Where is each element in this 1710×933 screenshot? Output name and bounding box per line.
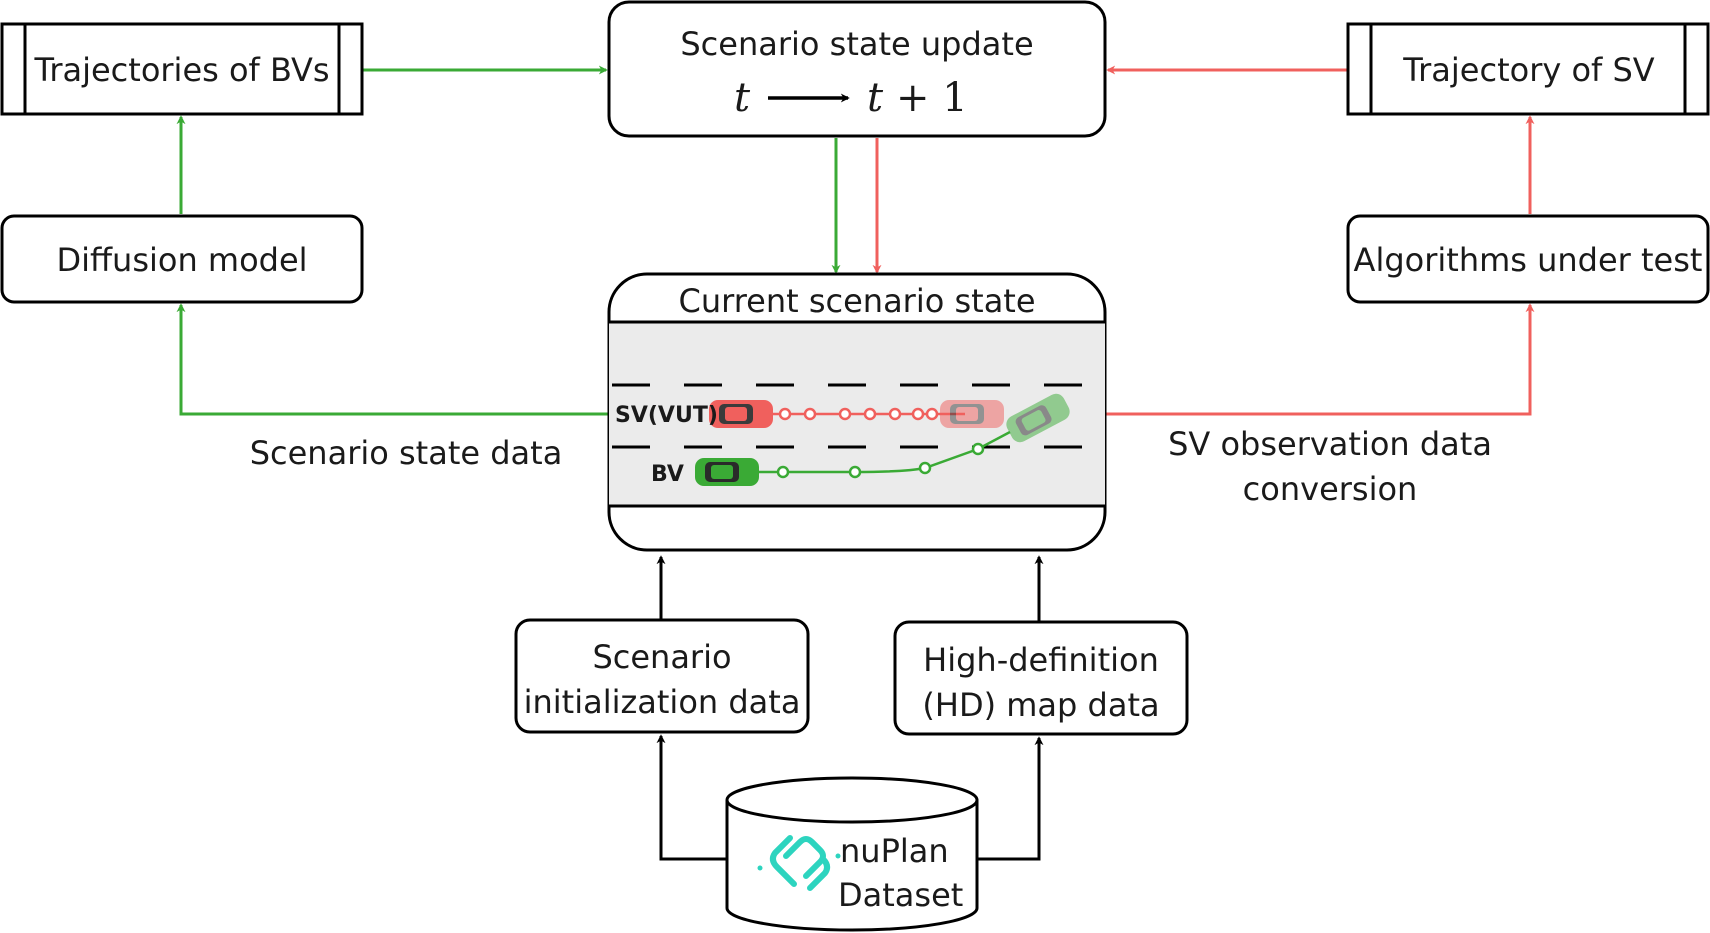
hd-map-line2: (HD) map data xyxy=(922,686,1159,724)
node-current-state: Current scenario state SV(VUT) BV xyxy=(607,272,1107,552)
edge-state-to-algorithms xyxy=(1105,303,1535,416)
bv-future-car-icon xyxy=(1006,393,1070,443)
nuplan-logo-icon xyxy=(757,835,841,891)
road-scene xyxy=(609,320,1105,508)
sv-car-icon xyxy=(709,400,773,428)
time-t-next: t xyxy=(867,75,884,121)
dataset-line1: nuPlan xyxy=(840,832,949,870)
bv-vehicle-label: BV xyxy=(651,462,684,487)
node-scenario-init-data: Scenario initialization data xyxy=(514,618,810,734)
node-trajectories-bvs: Trajectories of BVs xyxy=(0,22,364,116)
edge-dataset-to-hdmap xyxy=(978,736,1044,861)
hd-map-line1: High-definition xyxy=(923,641,1159,679)
scenario-update-title: Scenario state update xyxy=(680,25,1033,63)
node-scenario-update: Scenario state update t t + 1 xyxy=(607,0,1107,138)
edge-state-to-diffusion xyxy=(176,303,609,416)
sv-vehicle-label: SV(VUT) xyxy=(615,403,718,428)
init-data-line2: initialization data xyxy=(524,683,801,721)
bv-car-icon xyxy=(695,458,759,486)
node-hd-map-data: High-definition (HD) map data xyxy=(893,620,1189,736)
edge-dataset-to-init xyxy=(656,734,727,861)
sv-future-car-icon xyxy=(940,400,1004,428)
edge-label-scenario-state-data: Scenario state data xyxy=(250,434,563,472)
bv-trajectory-points xyxy=(776,442,985,479)
node-diffusion-model: Diffusion model xyxy=(0,214,364,304)
node-trajectory-sv: Trajectory of SV xyxy=(1346,22,1710,116)
edge-label-sv-obs-line1: SV observation data xyxy=(1168,425,1492,463)
time-t: t xyxy=(734,75,751,121)
sv-trajectory xyxy=(770,407,965,421)
algorithms-label: Algorithms under test xyxy=(1354,241,1703,279)
current-state-title: Current scenario state xyxy=(678,282,1035,320)
node-nuplan-dataset: nuPlan Dataset xyxy=(725,776,979,932)
node-algorithms-under-test: Algorithms under test xyxy=(1346,214,1710,304)
cylinder-icon xyxy=(725,800,979,932)
trajectory-sv-label: Trajectory of SV xyxy=(1402,51,1655,89)
dataset-line2: Dataset xyxy=(838,876,963,914)
trajectories-bvs-label: Trajectories of BVs xyxy=(33,51,329,89)
time-plus-one: + 1 xyxy=(896,75,968,121)
init-data-line1: Scenario xyxy=(592,638,731,676)
diffusion-model-label: Diffusion model xyxy=(56,241,307,279)
edge-label-sv-obs-line2: conversion xyxy=(1243,470,1418,508)
edges xyxy=(176,65,1535,861)
